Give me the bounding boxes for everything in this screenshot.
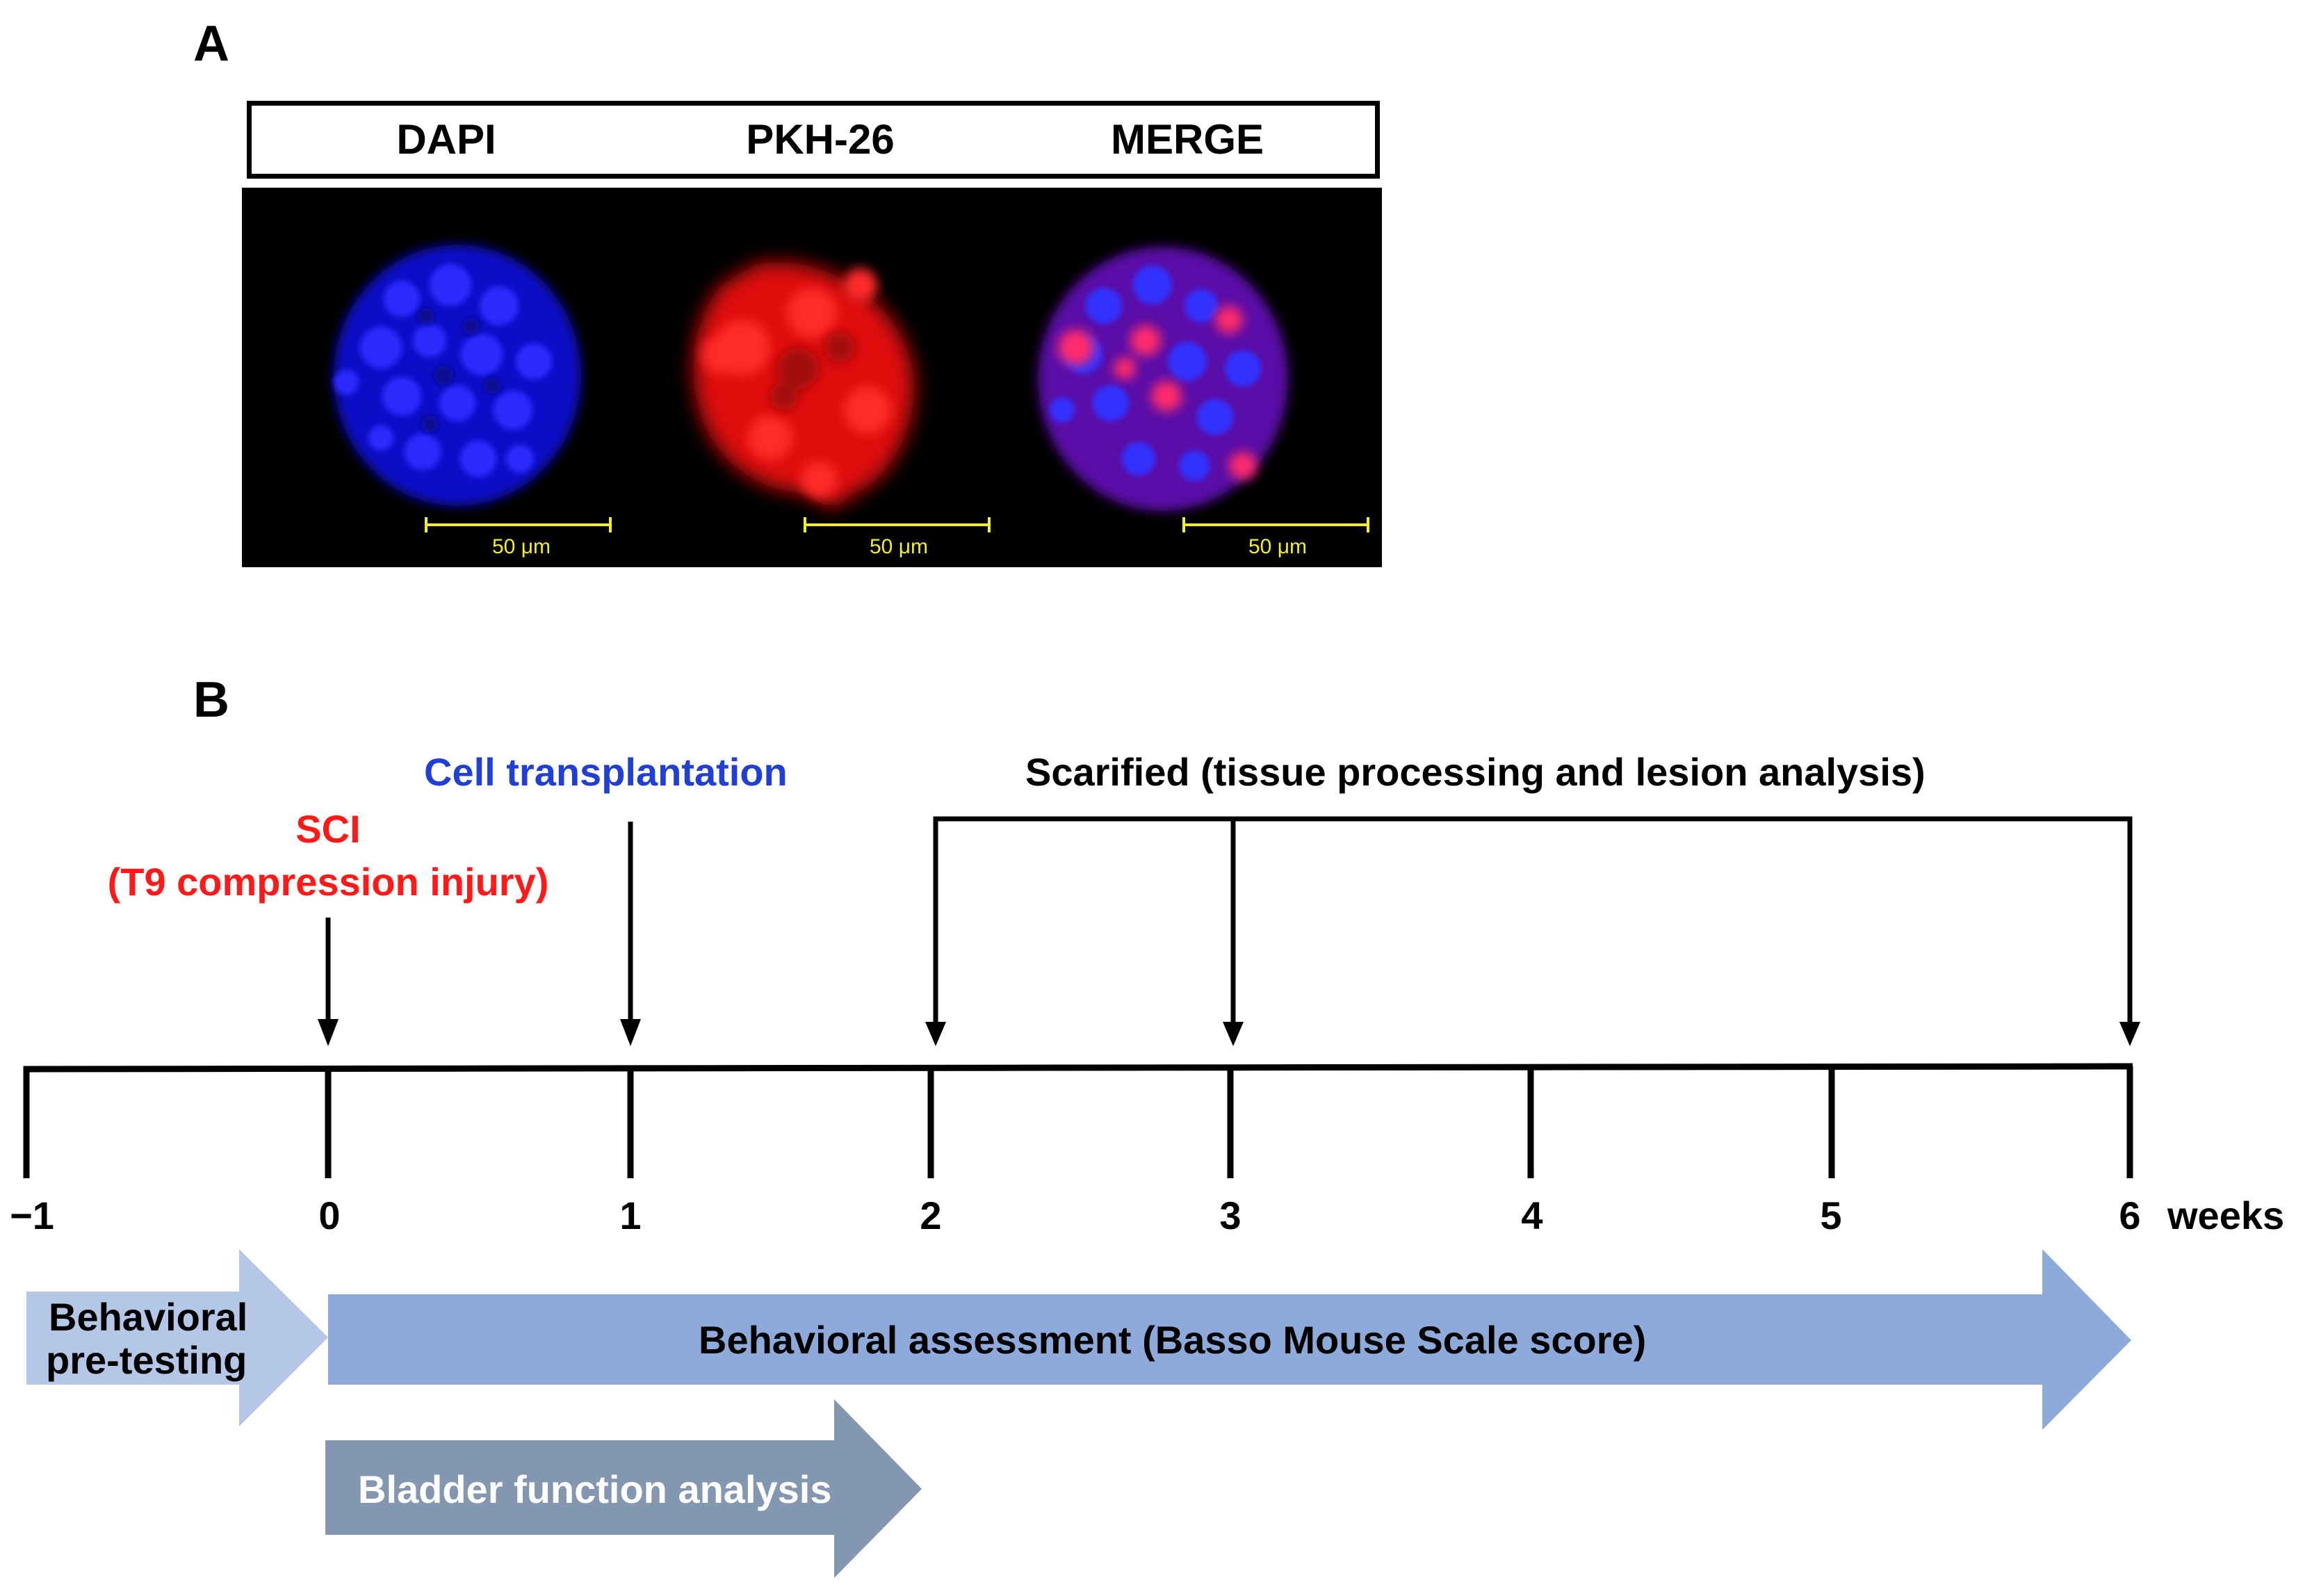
pretesting-label-line1: Behavioral	[49, 1295, 248, 1339]
header-pkh26: PKH-26	[746, 116, 895, 163]
micrograph-strip: 50 μm 50 μm 50 μm	[242, 188, 1382, 567]
scalebar-label-merge: 50 μm	[1248, 535, 1307, 558]
merge-spheroid	[1038, 247, 1288, 511]
sci-arrow	[318, 918, 339, 1046]
scalebar-label-pkh26: 50 μm	[870, 535, 928, 558]
channel-header-box: DAPI PKH-26 MERGE	[247, 101, 1380, 179]
pkh26-spheroid	[693, 262, 915, 507]
tick-label-1: 1	[619, 1194, 642, 1237]
header-dapi: DAPI	[396, 116, 496, 163]
micrograph-images	[334, 245, 1369, 532]
pretesting-arrow-block	[26, 1249, 328, 1426]
tick-label-6: 6	[2119, 1194, 2141, 1237]
tick-label-5: 5	[1820, 1194, 1842, 1237]
tick-label-minus1: −1	[10, 1194, 54, 1237]
bladder-arrow-block	[325, 1399, 922, 1578]
timeline-axis	[23, 1063, 2133, 1178]
assessment-label: Behavioral assessment (Basso Mouse Scale…	[699, 1318, 1647, 1362]
tick-label-0: 0	[318, 1194, 341, 1237]
cell-transplant-label: Cell transplantation	[424, 750, 788, 794]
scarified-bracket	[925, 816, 2140, 1046]
bladder-label: Bladder function analysis	[358, 1467, 832, 1511]
scarified-label: Scarified (tissue processing and lesion …	[1025, 750, 1926, 794]
tick-label-2: 2	[920, 1194, 942, 1237]
panel-b-letter: B	[193, 672, 229, 728]
axis-unit-label: weeks	[2167, 1194, 2285, 1237]
panel-a-letter: A	[193, 16, 229, 72]
assessment-arrow-block	[328, 1249, 2131, 1430]
sci-label: SCI	[295, 807, 361, 851]
scale-bars	[425, 517, 1369, 532]
tick-label-3: 3	[1219, 1194, 1242, 1237]
scalebar-label-dapi: 50 μm	[492, 535, 551, 558]
sci-label-detail: (T9 compression injury)	[107, 860, 549, 904]
pretesting-label-line2: pre-testing	[46, 1338, 247, 1382]
header-merge: MERGE	[1110, 116, 1264, 163]
cell-transplant-arrow	[620, 822, 641, 1046]
tick-label-4: 4	[1521, 1194, 1543, 1237]
dapi-spheroid	[334, 245, 581, 506]
